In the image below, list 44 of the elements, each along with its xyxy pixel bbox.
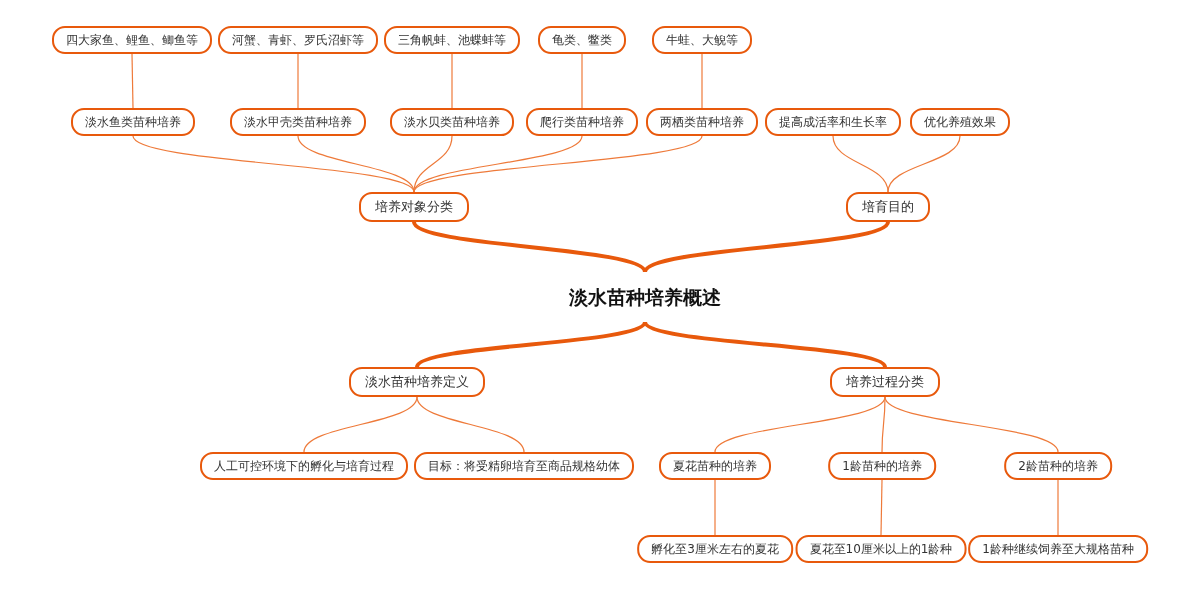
topic-box: 淡水贝类苗种培养 <box>390 108 514 136</box>
connector-line <box>832 135 889 193</box>
connector-line <box>415 320 647 369</box>
topic-box: 两栖类苗种培养 <box>646 108 758 136</box>
topic-box: 龟类、鳖类 <box>538 26 626 54</box>
topic-box: 夏花苗种的培养 <box>659 452 771 480</box>
topic-box: 人工可控环境下的孵化与培育过程 <box>200 452 408 480</box>
connector-line <box>887 135 961 193</box>
connector-line <box>884 396 1059 453</box>
connector-line <box>701 53 703 109</box>
topic-box: 优化养殖效果 <box>910 108 1010 136</box>
connector-line <box>297 53 299 109</box>
topic-box: 三角帆蚌、池蝶蚌等 <box>384 26 520 54</box>
topic-box: 提高成活率和生长率 <box>765 108 901 136</box>
connector-line <box>413 135 703 193</box>
connector-line <box>131 53 134 109</box>
topic-box: 夏花至10厘米以上的1龄种 <box>795 535 967 563</box>
topic-box: 培育目的 <box>846 192 930 222</box>
connector-line <box>416 396 525 453</box>
topic-box: 淡水苗种培养定义 <box>349 367 485 397</box>
topic-box: 1龄苗种的培养 <box>828 452 936 480</box>
topic-box: 牛蛙、大鲵等 <box>652 26 752 54</box>
topic-box: 孵化至3厘米左右的夏花 <box>637 535 793 563</box>
connector-line <box>881 396 886 453</box>
connector-line <box>880 479 883 536</box>
connector-line <box>303 396 418 453</box>
topic-box: 1龄种继续饲养至大规格苗种 <box>968 535 1148 563</box>
topic-box: 培养过程分类 <box>830 367 940 397</box>
connector-line <box>132 135 415 193</box>
topic-box: 四大家鱼、鲤鱼、鲫鱼等 <box>52 26 212 54</box>
connector-line <box>1057 479 1059 536</box>
connector-line <box>643 320 887 369</box>
connector-line <box>714 479 716 536</box>
topic-box: 淡水鱼类苗种培养 <box>71 108 195 136</box>
connector-line <box>451 53 453 109</box>
topic-box: 爬行类苗种培养 <box>526 108 638 136</box>
topic-box: 河蟹、青虾、罗氏沼虾等 <box>218 26 378 54</box>
connector-line <box>297 135 415 193</box>
connector-line <box>643 220 890 274</box>
connector-line <box>581 53 583 109</box>
topic-box: 淡水甲壳类苗种培养 <box>230 108 366 136</box>
topic-box: 目标：将受精卵培育至商品规格幼体 <box>414 452 634 480</box>
topic-box: 2龄苗种的培养 <box>1004 452 1112 480</box>
topic-box: 培养对象分类 <box>359 192 469 222</box>
